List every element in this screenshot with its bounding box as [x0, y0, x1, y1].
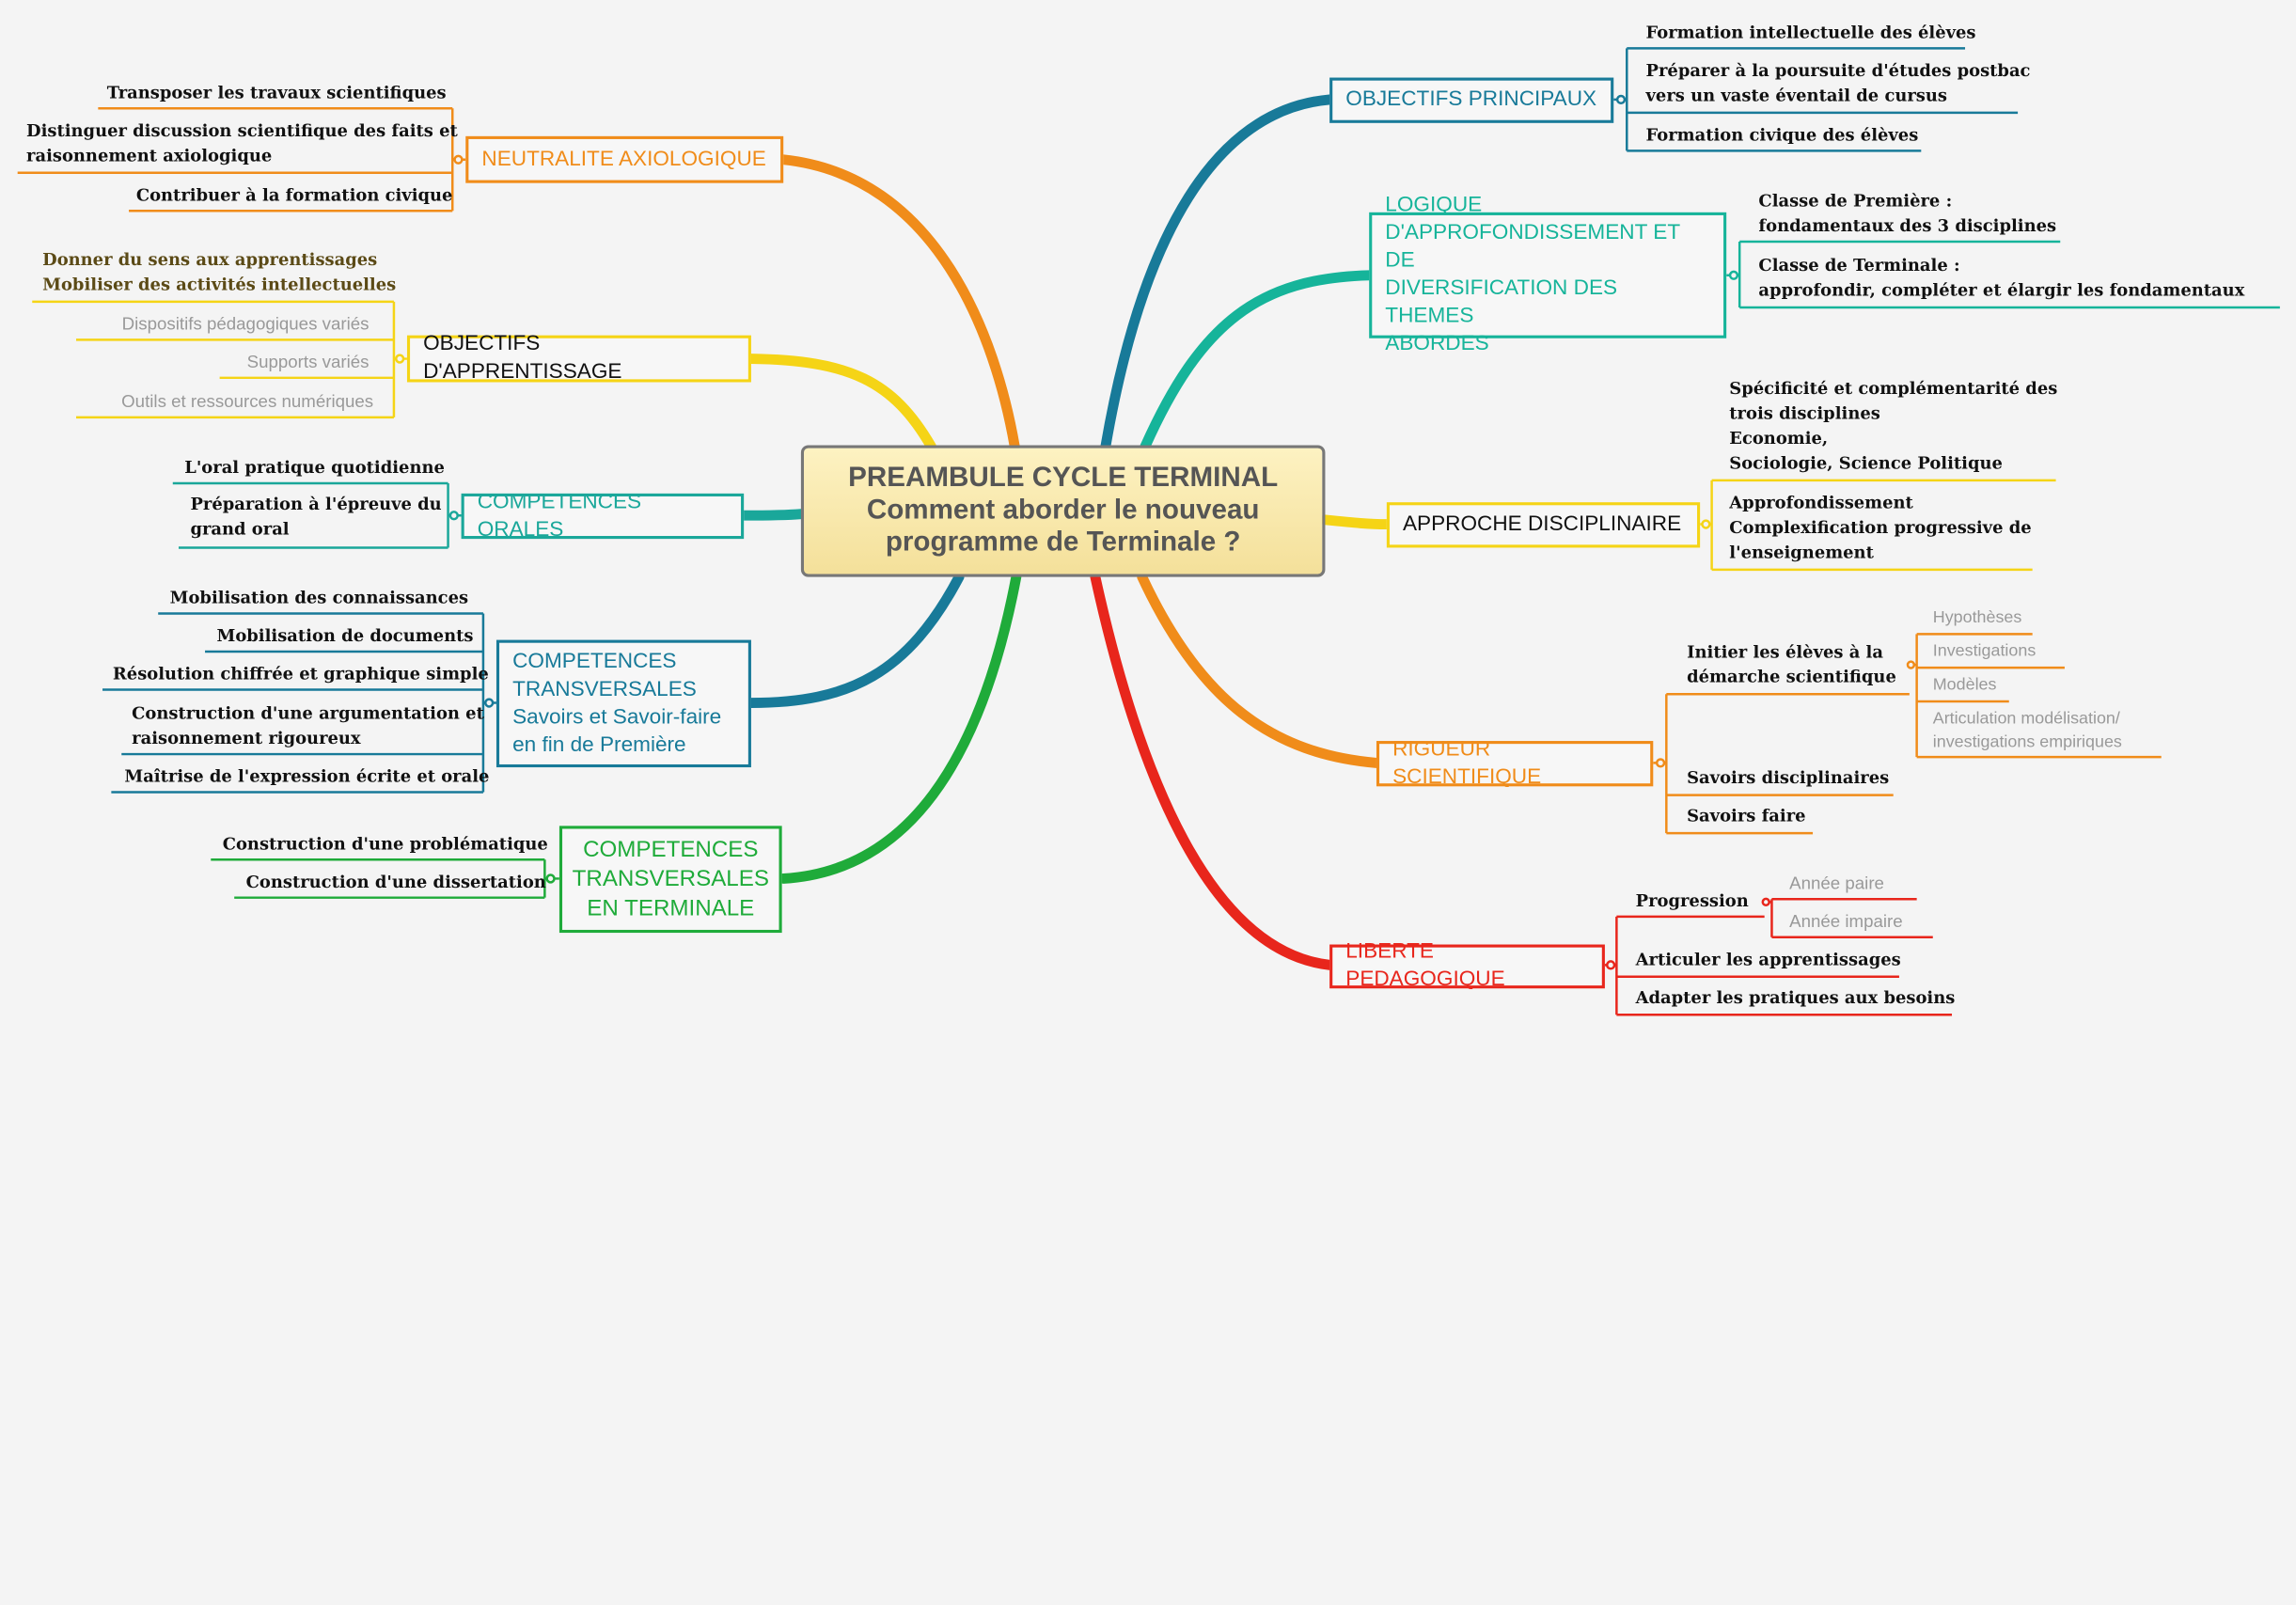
branch-title: COMPETENCES TRANSVERSALES Savoirs et Sav…: [512, 649, 722, 757]
leaf-distinguer[interactable]: Distinguer discussion scientifique des f…: [26, 119, 458, 165]
leaf-progression[interactable]: Progression: [1635, 889, 1749, 911]
leaf-dispositifs[interactable]: Dispositifs pédagogiques variés: [121, 313, 370, 335]
leaf-hypotheses[interactable]: Hypothèses: [1932, 608, 2022, 627]
branch-title: RIGUEUR SCIENTIFIQUE: [1392, 737, 1542, 789]
leaf-expression[interactable]: Maîtrise de l'expression écrite et orale: [124, 765, 490, 787]
branch-title: APPROCHE DISCIPLINAIRE: [1402, 512, 1682, 537]
link-transversales-terminale: [778, 572, 1022, 884]
leaf-problematique[interactable]: Construction d'une problématique: [222, 833, 548, 854]
branch-title: COMPETENCES TRANSVERSALES EN TERMINALE: [572, 837, 769, 921]
central-topic[interactable]: PREAMBULE CYCLE TERMINAL Comment aborder…: [800, 445, 1326, 577]
leaf-oral-quotidien[interactable]: L'oral pratique quotidienne: [184, 456, 445, 478]
link-approche: [1319, 514, 1392, 530]
leaf-formation-intellectuelle[interactable]: Formation intellectuelle des élèves: [1645, 22, 1976, 43]
leaf-classe-terminale[interactable]: Classe de Terminale : approfondir, compl…: [1758, 254, 2245, 301]
link-logique: [1140, 270, 1375, 452]
leaf-donner-sens[interactable]: Donner du sens aux apprentissages Mobili…: [42, 248, 397, 295]
leaf-modeles[interactable]: Modèles: [1932, 676, 1997, 695]
leaf-annee-paire[interactable]: Année paire: [1789, 873, 1884, 894]
leaf-poursuite-etudes[interactable]: Préparer à la poursuite d'études postbac…: [1645, 59, 2031, 106]
link-apprentissage: [746, 354, 936, 452]
leaf-supports[interactable]: Supports variés: [246, 351, 370, 372]
leaf-articuler[interactable]: Articuler les apprentissages: [1635, 949, 1901, 969]
leaf-classe-premiere[interactable]: Classe de Première : fondamentaux des 3 …: [1758, 190, 2057, 236]
leaf-mobilisation-documents[interactable]: Mobilisation de documents: [216, 625, 474, 646]
leaf-formation-civique[interactable]: Formation civique des élèves: [1645, 124, 1919, 146]
leaf-approfondissement[interactable]: Approfondissement Complexification progr…: [1729, 492, 2032, 563]
central-topic-line3: programme de Terminale ?: [885, 527, 1241, 559]
leaf-argumentation[interactable]: Construction d'une argumentation et rais…: [132, 702, 484, 748]
leaf-demarche-scientifique[interactable]: Initier les élèves à la démarche scienti…: [1687, 641, 1896, 687]
branch-objectifs-apprentissage[interactable]: OBJECTIFS D'APPRENTISSAGE: [406, 333, 751, 384]
leaf-transposer[interactable]: Transposer les travaux scientifiques: [106, 82, 447, 103]
leaf-adapter[interactable]: Adapter les pratiques aux besoins: [1635, 986, 1956, 1008]
branch-title: OBJECTIFS D'APPRENTISSAGE: [423, 332, 622, 385]
branch-rigueur-scientifique[interactable]: RIGUEUR SCIENTIFIQUE: [1376, 737, 1654, 789]
leaf-outils[interactable]: Outils et ressources numériques: [121, 390, 374, 412]
link-liberte: [1090, 572, 1335, 970]
central-topic-line2: Comment aborder le nouveau: [866, 495, 1260, 527]
branch-objectifs-principaux[interactable]: OBJECTIFS PRINCIPAUX: [1329, 77, 1614, 123]
branch-neutralite-axiologique[interactable]: NEUTRALITE AXIOLOGIQUE: [465, 135, 784, 183]
central-topic-line1: PREAMBULE CYCLE TERMINAL: [848, 463, 1279, 494]
leaf-contribuer[interactable]: Contribuer à la formation civique: [135, 184, 453, 206]
leaf-mobilisation-connaissances[interactable]: Mobilisation des connaissances: [169, 587, 469, 608]
branch-approche-disciplinaire[interactable]: APPROCHE DISCIPLINAIRE: [1386, 502, 1701, 548]
link-transversales-premiere: [746, 572, 965, 709]
branch-title: OBJECTIFS PRINCIPAUX: [1345, 87, 1597, 112]
leaf-articulation[interactable]: Articulation modélisation/ investigation…: [1932, 710, 2122, 751]
link-rigueur: [1137, 572, 1382, 768]
branch-title: LIBERTE PEDAGOGIQUE: [1345, 939, 1505, 992]
leaf-dissertation[interactable]: Construction d'une dissertation: [245, 871, 546, 892]
leaf-savoirs-faire[interactable]: Savoirs faire: [1687, 805, 1806, 826]
leaf-annee-impaire[interactable]: Année impaire: [1789, 910, 1903, 932]
leaf-investigations[interactable]: Investigations: [1932, 642, 2037, 661]
link-neutralite: [778, 154, 1020, 452]
leaf-savoirs-disciplinaires[interactable]: Savoirs disciplinaires: [1687, 767, 1890, 788]
branch-liberte-pedagogique[interactable]: LIBERTE PEDAGOGIQUE: [1329, 940, 1605, 991]
branch-competences-transversales-premiere[interactable]: COMPETENCES TRANSVERSALES Savoirs et Sav…: [495, 639, 751, 768]
branch-title: COMPETENCES ORALES: [477, 489, 642, 542]
link-objectifs: [1100, 94, 1335, 452]
branch-title: LOGIQUE D'APPROFONDISSEMENT ET DE DIVERS…: [1385, 193, 1680, 356]
connector-lines: [17, 47, 2280, 1016]
branch-logique-approfondissement[interactable]: LOGIQUE D'APPROFONDISSEMENT ET DE DIVERS…: [1369, 194, 1727, 355]
leaf-grand-oral[interactable]: Préparation à l'épreuve du grand oral: [190, 493, 442, 540]
leaf-specificite[interactable]: Spécificité et complémentarité des trois…: [1729, 377, 2058, 474]
branch-competences-transversales-terminale[interactable]: COMPETENCES TRANSVERSALES EN TERMINALE: [558, 826, 782, 934]
leaf-resolution-chiffree[interactable]: Résolution chiffrée et graphique simple: [112, 663, 489, 684]
branch-competences-orales[interactable]: COMPETENCES ORALES: [461, 490, 745, 541]
link-orales: [738, 509, 807, 521]
branch-title: NEUTRALITE AXIOLOGIQUE: [481, 147, 766, 171]
